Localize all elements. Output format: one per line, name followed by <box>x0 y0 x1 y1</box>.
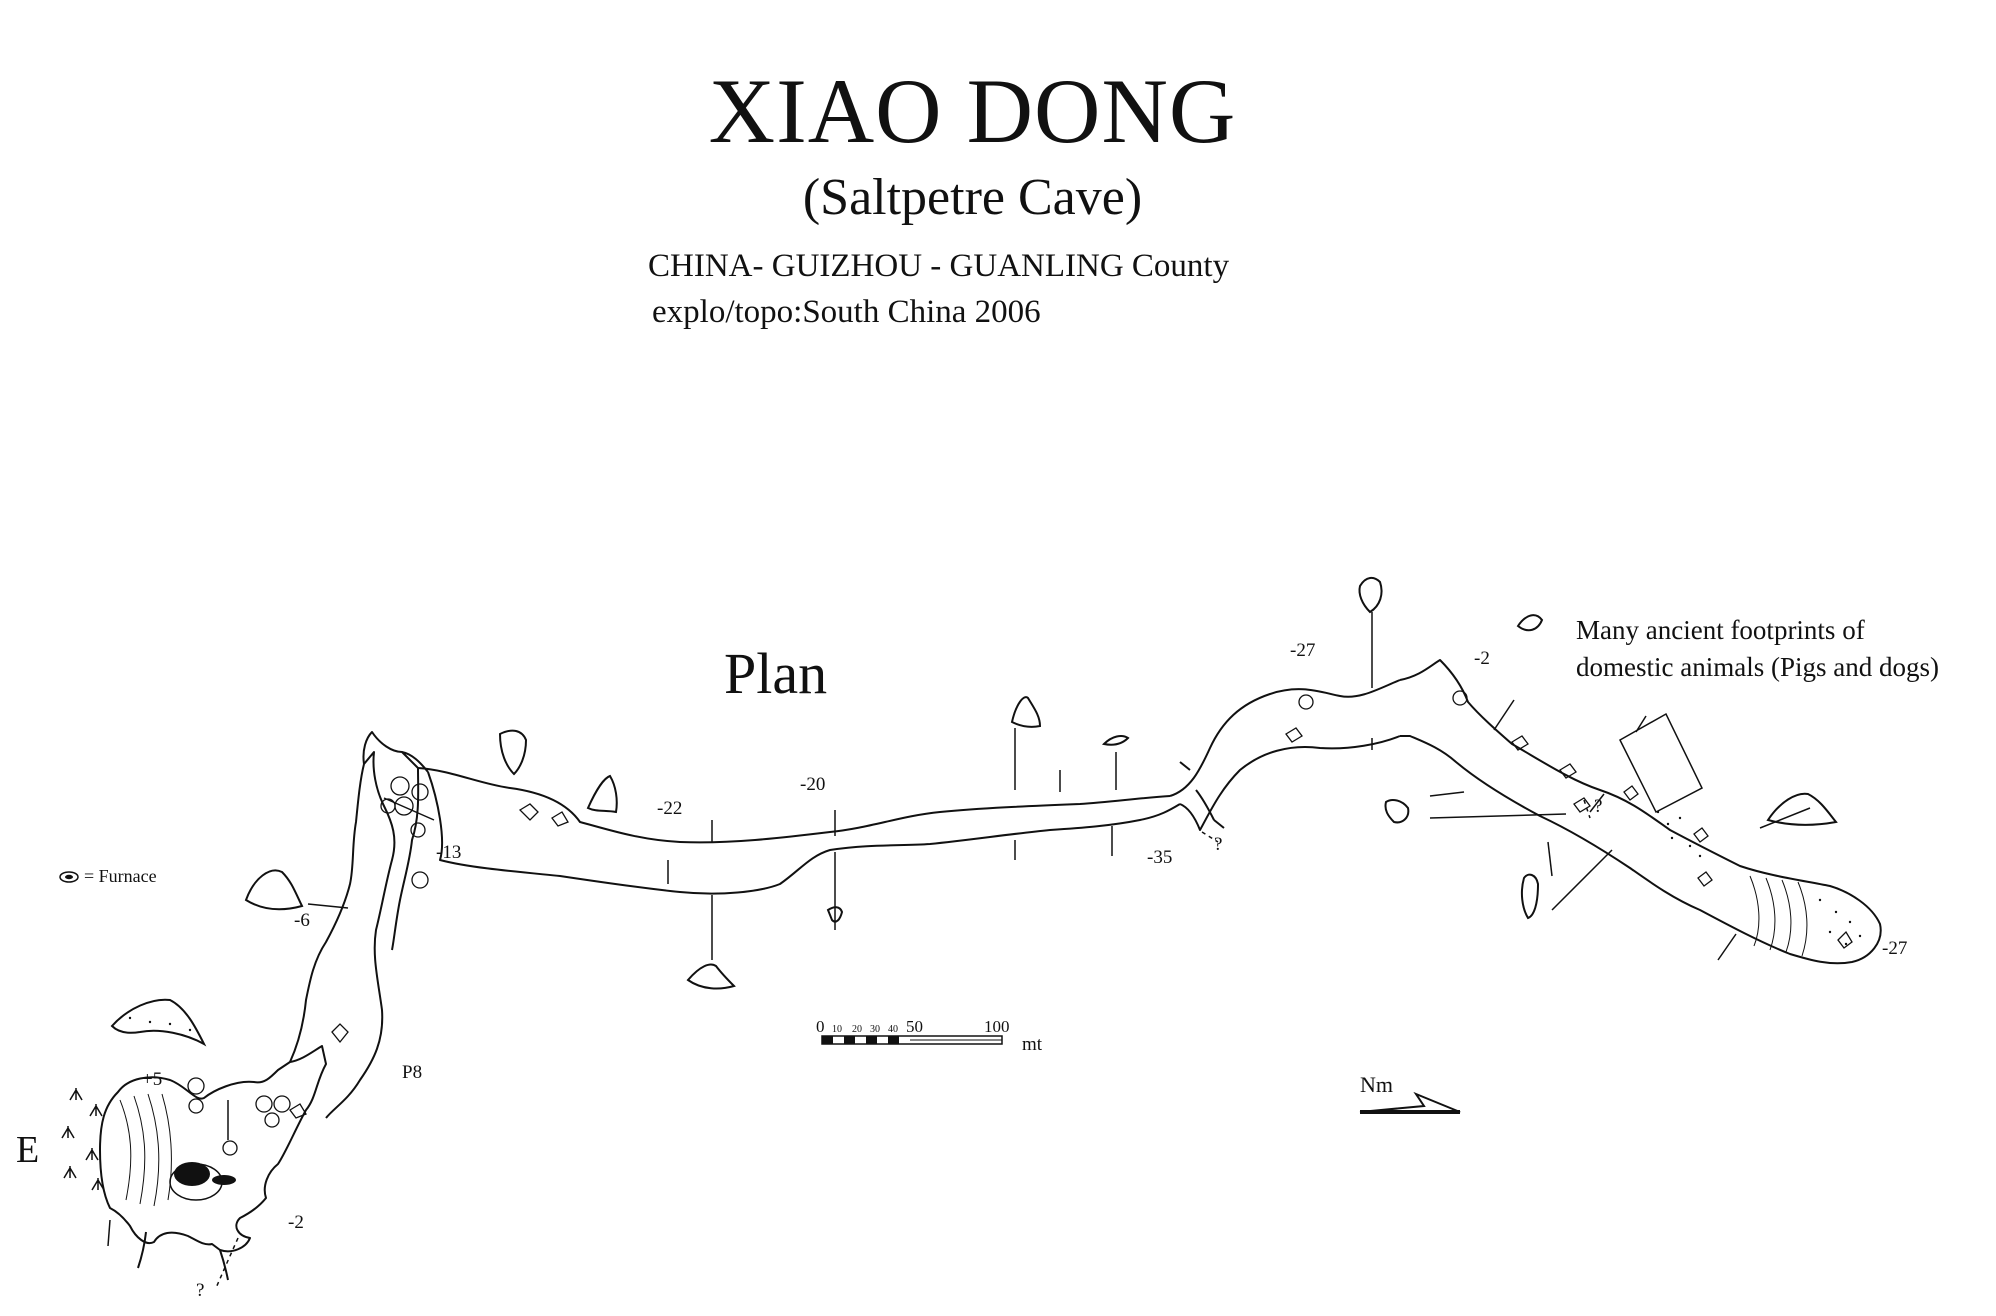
scale-unit: mt <box>1022 1034 1043 1055</box>
scale-bar: 0 10 20 30 40 50 100 mt <box>816 1017 1043 1055</box>
location-line: CHINA- GUIZHOU - GUANLING County <box>648 248 1230 284</box>
legend-text: = Furnace <box>84 866 157 886</box>
unexplored-leads <box>215 799 1591 1289</box>
side-feature <box>1179 761 1225 829</box>
footprints-note-line1: Many ancient footprints of <box>1576 615 1865 645</box>
sediment-dots <box>128 810 1862 1032</box>
depth-label: +5 <box>142 1069 162 1090</box>
furnace-icon <box>59 870 79 883</box>
survey-credit: explo/topo:South China 2006 <box>652 294 1041 330</box>
legend: = Furnace <box>58 866 157 887</box>
north-arrow: Nm <box>1359 1072 1461 1114</box>
cross-section-ticks <box>107 612 1811 1247</box>
entrance-slope-hatching <box>119 1093 172 1207</box>
furnace-cluster <box>169 1162 236 1201</box>
scale-tick: 30 <box>870 1024 880 1035</box>
entrance-chamber <box>99 1045 327 1253</box>
scale-tick: 0 <box>816 1017 825 1036</box>
vegetation-symbols <box>61 1088 105 1191</box>
scale-tick: 50 <box>906 1017 923 1036</box>
unknown-lead-label: ? <box>196 1280 204 1301</box>
depth-label: -20 <box>800 774 825 795</box>
footprints-area-box <box>1619 712 1703 814</box>
depth-label: -6 <box>294 910 310 931</box>
main-passage-west <box>417 767 1171 844</box>
depth-label: -2 <box>288 1212 304 1233</box>
main-passage-middle <box>1169 679 1401 831</box>
map-subtitle: (Saltpetre Cave) <box>802 169 1143 226</box>
scale-tick: 40 <box>888 1024 898 1035</box>
depth-label: -27 <box>1290 640 1315 661</box>
entrance-walls <box>137 1231 229 1281</box>
boulder-symbols <box>187 690 1853 1156</box>
cross-section-profiles <box>110 576 1838 1047</box>
scale-tick: 20 <box>852 1024 862 1035</box>
north-passage <box>289 751 396 1119</box>
plan-label: Plan <box>724 641 828 706</box>
east-slope-hatching <box>1749 875 1808 957</box>
scale-tick: 10 <box>832 1024 842 1035</box>
depth-label: -2 <box>1474 648 1490 669</box>
map-title: XIAO DONG <box>708 60 1237 162</box>
entrance-label: E <box>16 1129 39 1171</box>
scale-tick: 100 <box>984 1017 1010 1036</box>
depth-label: -13 <box>436 842 461 863</box>
main-passage-west-south-wall <box>427 771 1181 895</box>
unknown-lead-label: ? <box>1594 796 1602 817</box>
depth-label: P8 <box>402 1062 422 1083</box>
main-passage-east <box>1399 659 1882 965</box>
north-label: Nm <box>1360 1072 1393 1097</box>
depth-label: -27 <box>1882 938 1907 959</box>
unknown-lead-label: ? <box>1214 834 1222 855</box>
footprints-note-line2: domestic animals (Pigs and dogs) <box>1576 652 1939 682</box>
depth-label: -22 <box>657 798 682 819</box>
depth-label: -35 <box>1147 847 1172 868</box>
